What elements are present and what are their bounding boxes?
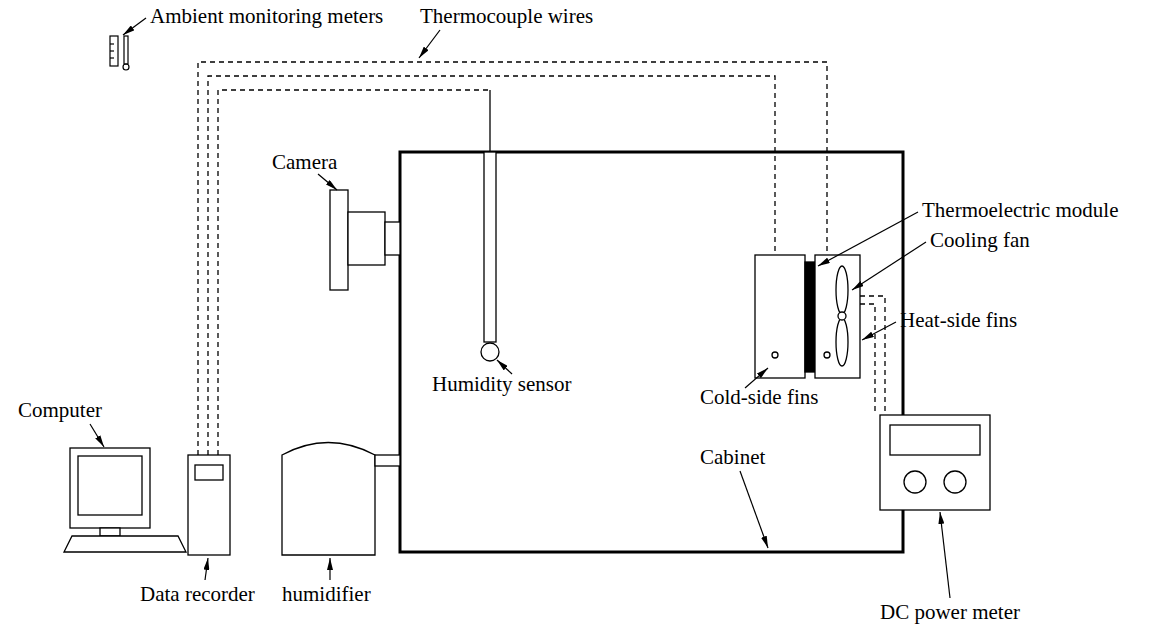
part-label: Computer xyxy=(18,398,102,422)
part-label: Humidity sensor xyxy=(432,372,571,396)
dc-power-meter xyxy=(880,415,990,510)
part-label: Ambient monitoring meters xyxy=(150,4,383,28)
computer xyxy=(64,448,186,552)
part-label: Camera xyxy=(272,150,337,174)
cooling-unit xyxy=(755,255,860,378)
part-label: Thermocouple wires xyxy=(420,4,593,28)
data-recorder xyxy=(188,455,230,555)
humidity-sensor xyxy=(481,90,499,361)
part-label: Cooling fan xyxy=(930,228,1030,252)
humidifier xyxy=(282,443,400,556)
ambient-meters xyxy=(110,36,129,70)
cabinet xyxy=(400,152,903,552)
leader-arrows xyxy=(90,18,950,598)
part-label: Thermoelectric module xyxy=(922,198,1119,222)
thermocouple-wires xyxy=(198,62,885,455)
camera xyxy=(330,190,400,290)
part-label: humidifier xyxy=(282,582,371,606)
part-label: DC power meter xyxy=(880,600,1020,624)
part-label: Heat-side fins xyxy=(900,308,1017,332)
part-label: Data recorder xyxy=(140,582,255,606)
part-label: Cold-side fins xyxy=(700,385,818,409)
part-label: Cabinet xyxy=(700,445,765,469)
